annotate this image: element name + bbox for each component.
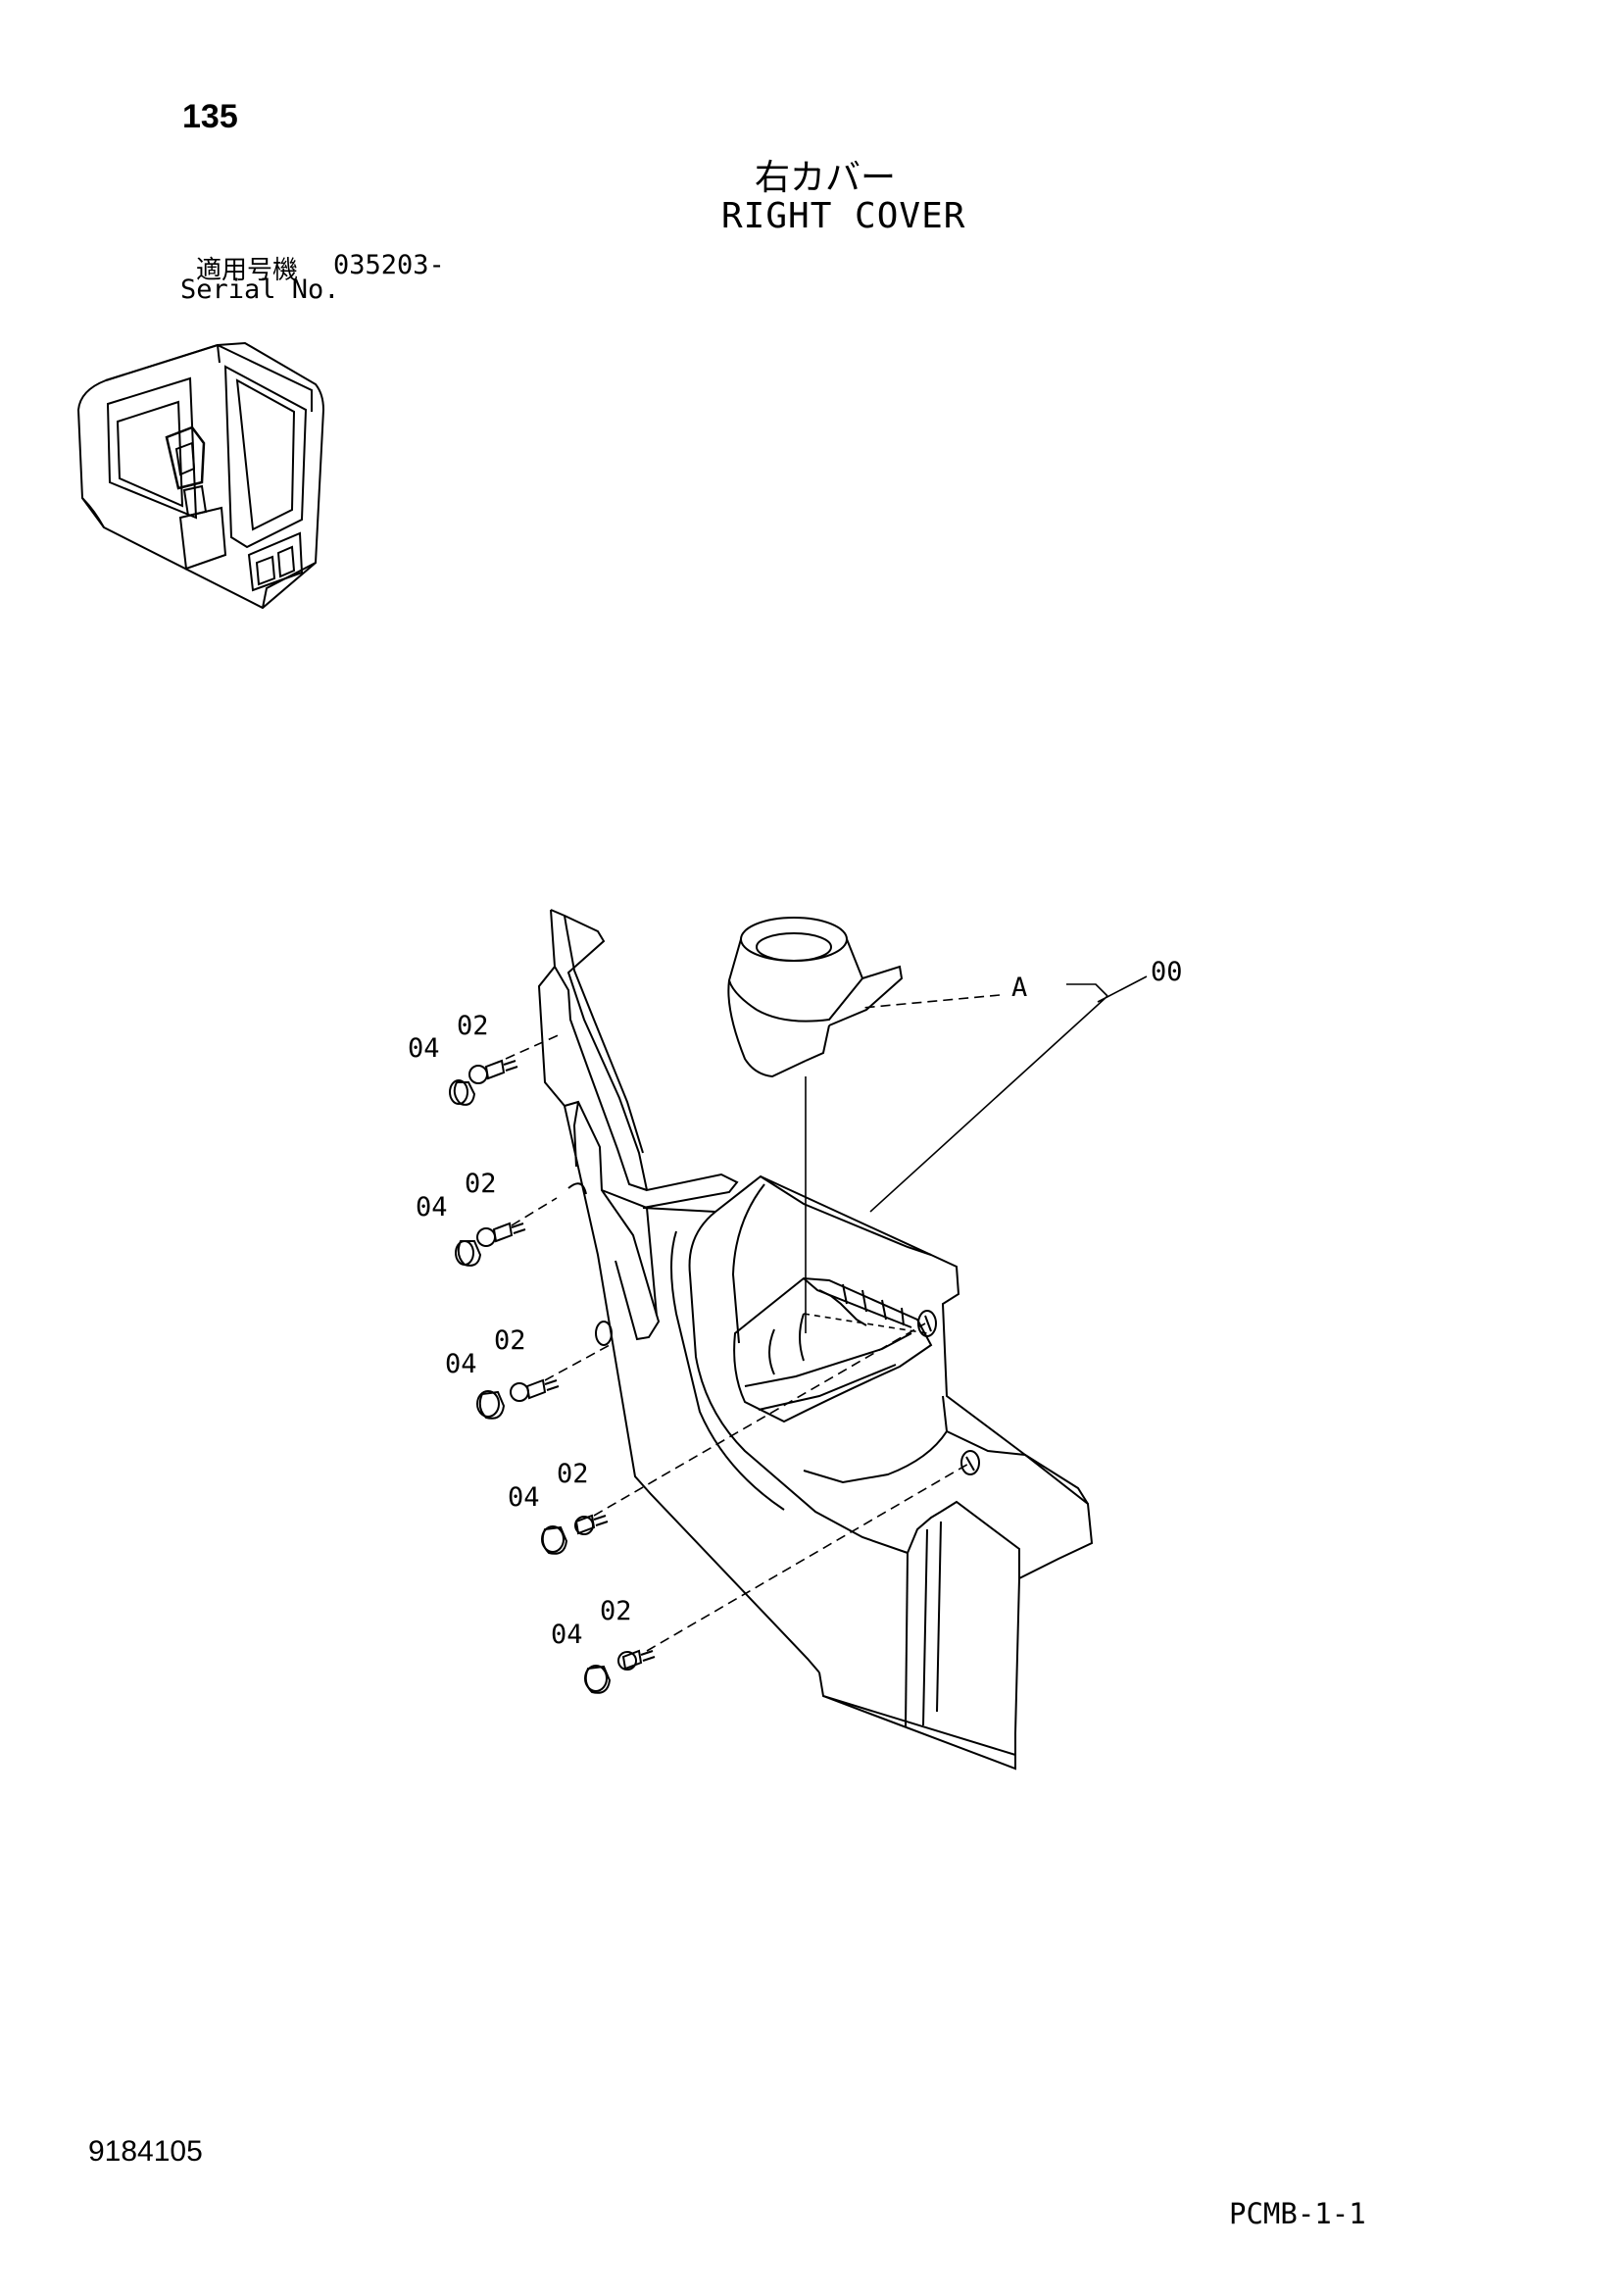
screws-and-caps (449, 1059, 656, 1694)
callout-cap-4: 04 (508, 1482, 540, 1513)
callout-screw-3: 02 (494, 1325, 526, 1356)
console-cover (642, 1174, 1094, 1771)
fastener-set-1 (449, 1059, 518, 1106)
serial-number-value: 035203- (333, 250, 445, 280)
serial-label-japanese: 適用号機 (196, 256, 299, 285)
title-japanese: 右カバー (755, 158, 897, 198)
page-number: 135 (182, 98, 238, 135)
leader-lines (505, 975, 1148, 1652)
document-code: 9184105 (88, 2135, 203, 2168)
cup-holder-part (727, 917, 904, 1078)
callout-cap-3: 04 (445, 1349, 477, 1379)
callout-screw-1: 02 (457, 1011, 489, 1041)
callout-screw-4: 02 (557, 1459, 589, 1489)
callout-cap-2: 04 (416, 1192, 448, 1223)
footer-code: PCMB-1-1 (1229, 2197, 1366, 2230)
fastener-set-4 (541, 1514, 609, 1555)
callout-sub-a: A (1011, 973, 1027, 1003)
fastener-set-5 (584, 1649, 656, 1694)
left-cover-panel (537, 909, 820, 1673)
fastener-set-2 (455, 1222, 526, 1267)
callout-cap-1: 04 (408, 1033, 440, 1064)
callout-screw-2: 02 (465, 1169, 497, 1199)
serial-label-english: Serial No. (180, 275, 340, 305)
callout-assembly: 00 (1151, 957, 1183, 987)
callout-screw-5: 02 (600, 1596, 632, 1626)
callout-labels: 00 A 02 04 02 04 02 04 02 04 02 04 (408, 957, 1183, 1650)
fastener-set-3 (476, 1378, 560, 1420)
cab-locator-thumbnail (76, 341, 325, 610)
callout-cap-5: 04 (551, 1620, 583, 1650)
title-english: RIGHT COVER (721, 196, 966, 236)
